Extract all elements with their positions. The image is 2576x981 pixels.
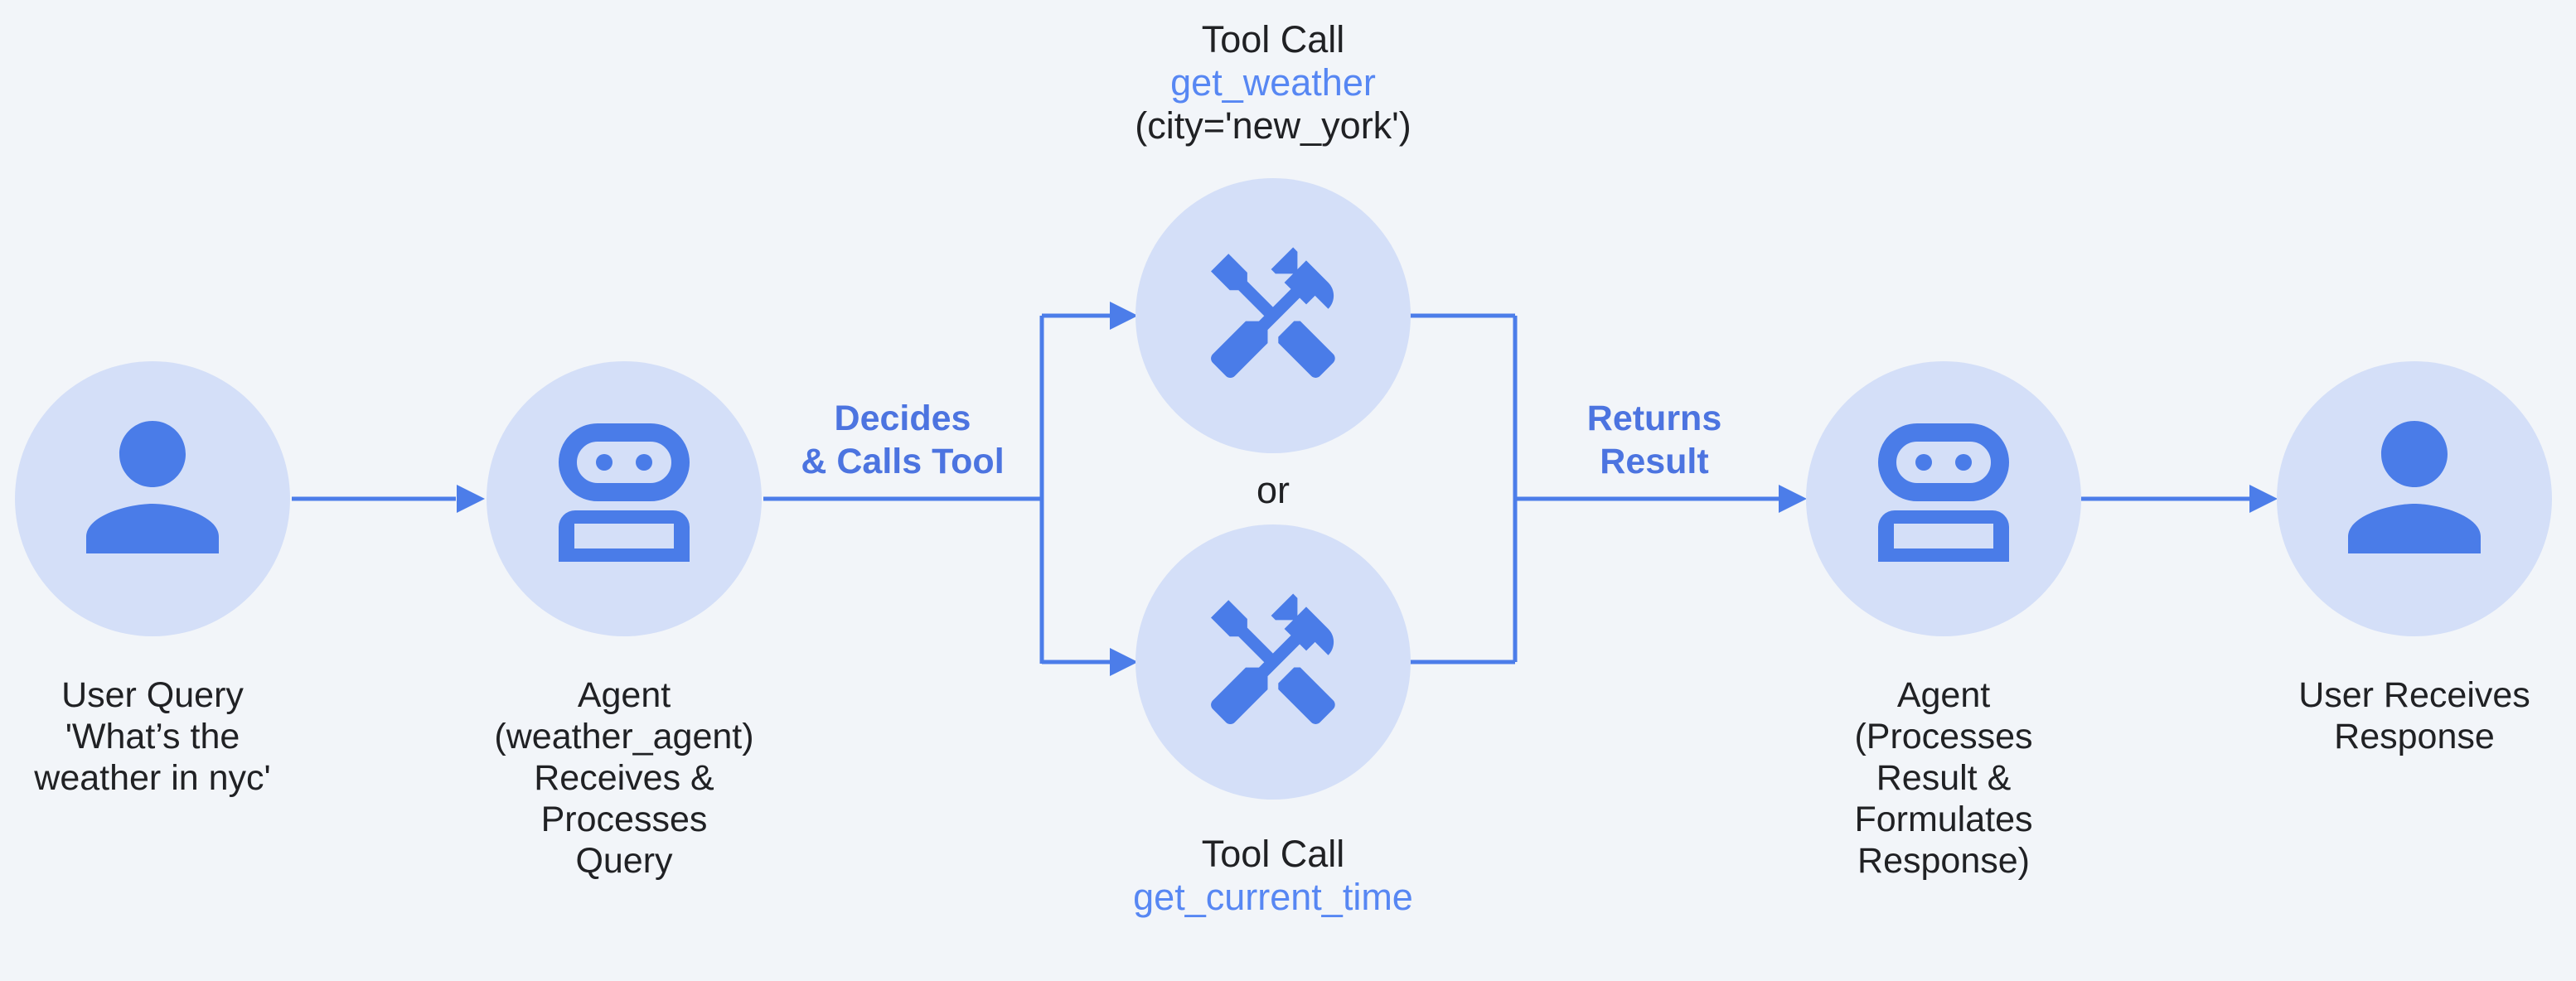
caption-line: 'What’s the [65,717,240,756]
arrowhead-into-tool-bottom [1110,648,1138,676]
caption-line: User Receives [2298,675,2530,715]
caption-line: Response) [1857,841,2030,881]
arrowhead-into-agent2 [1779,485,1807,513]
caption-line: (weather_agent) [494,717,754,756]
person-icon [2348,421,2481,553]
tool-call-title: Tool Call [1201,18,1345,60]
user-query-caption: User Query 'What’s the weather in nyc' [0,674,368,799]
caption-line: Response [2334,717,2495,756]
caption-line: Processes [540,800,708,839]
tool-call-title: Tool Call [1201,833,1345,875]
agent-2-node [1806,361,2081,636]
tools-icon [1211,593,1335,725]
tools-icon [1211,247,1335,379]
returns-result-label: Returns Result [1480,397,1828,483]
agent-1-node [487,361,762,636]
decides-calls-tool-label: Decides & Calls Tool [729,397,1077,483]
tool-weather-label: Tool Call get_weather (city='new_york') [1024,18,1522,147]
edge-label-line: Returns [1586,399,1722,438]
tool-time-node [1135,524,1411,800]
caption-line: (Processes [1854,717,2033,756]
agent-2-caption: Agent (Processes Result & Formulates Res… [1728,674,2159,882]
tool-weather-node [1135,178,1411,453]
person-icon [86,421,219,553]
user-query-node [15,361,290,636]
arrowhead-into-agent1 [457,485,485,513]
edge-label-line: Decides [834,399,971,438]
caption-line: weather in nyc' [34,758,271,798]
caption-line: Query [575,841,673,881]
edge-label-line: & Calls Tool [801,442,1005,481]
caption-line: User Query [61,675,244,715]
caption-line: Result & [1876,758,2012,798]
edge-label-line: Result [1600,442,1709,481]
robot-icon [1878,423,2009,562]
caption-line: Agent [577,675,671,715]
arrowhead-into-tool-top [1110,302,1138,330]
tool-function-name: get_current_time [1133,876,1413,918]
tool-function-name: get_weather [1170,61,1376,104]
caption-line: Agent [1896,675,1991,715]
or-label: or [1256,469,1290,511]
caption-line: Formulates [1854,800,2033,839]
robot-icon [559,423,690,562]
user-response-caption: User Receives Response [2199,674,2576,757]
arrowhead-into-user2 [2249,485,2278,513]
tool-call-args: (city='new_york') [1135,104,1411,147]
agent-1-caption: Agent (weather_agent) Receives & Process… [409,674,840,882]
tool-time-label: Tool Call get_current_time [1024,833,1522,919]
caption-line: Receives & [534,758,714,798]
user-response-node [2277,361,2552,636]
